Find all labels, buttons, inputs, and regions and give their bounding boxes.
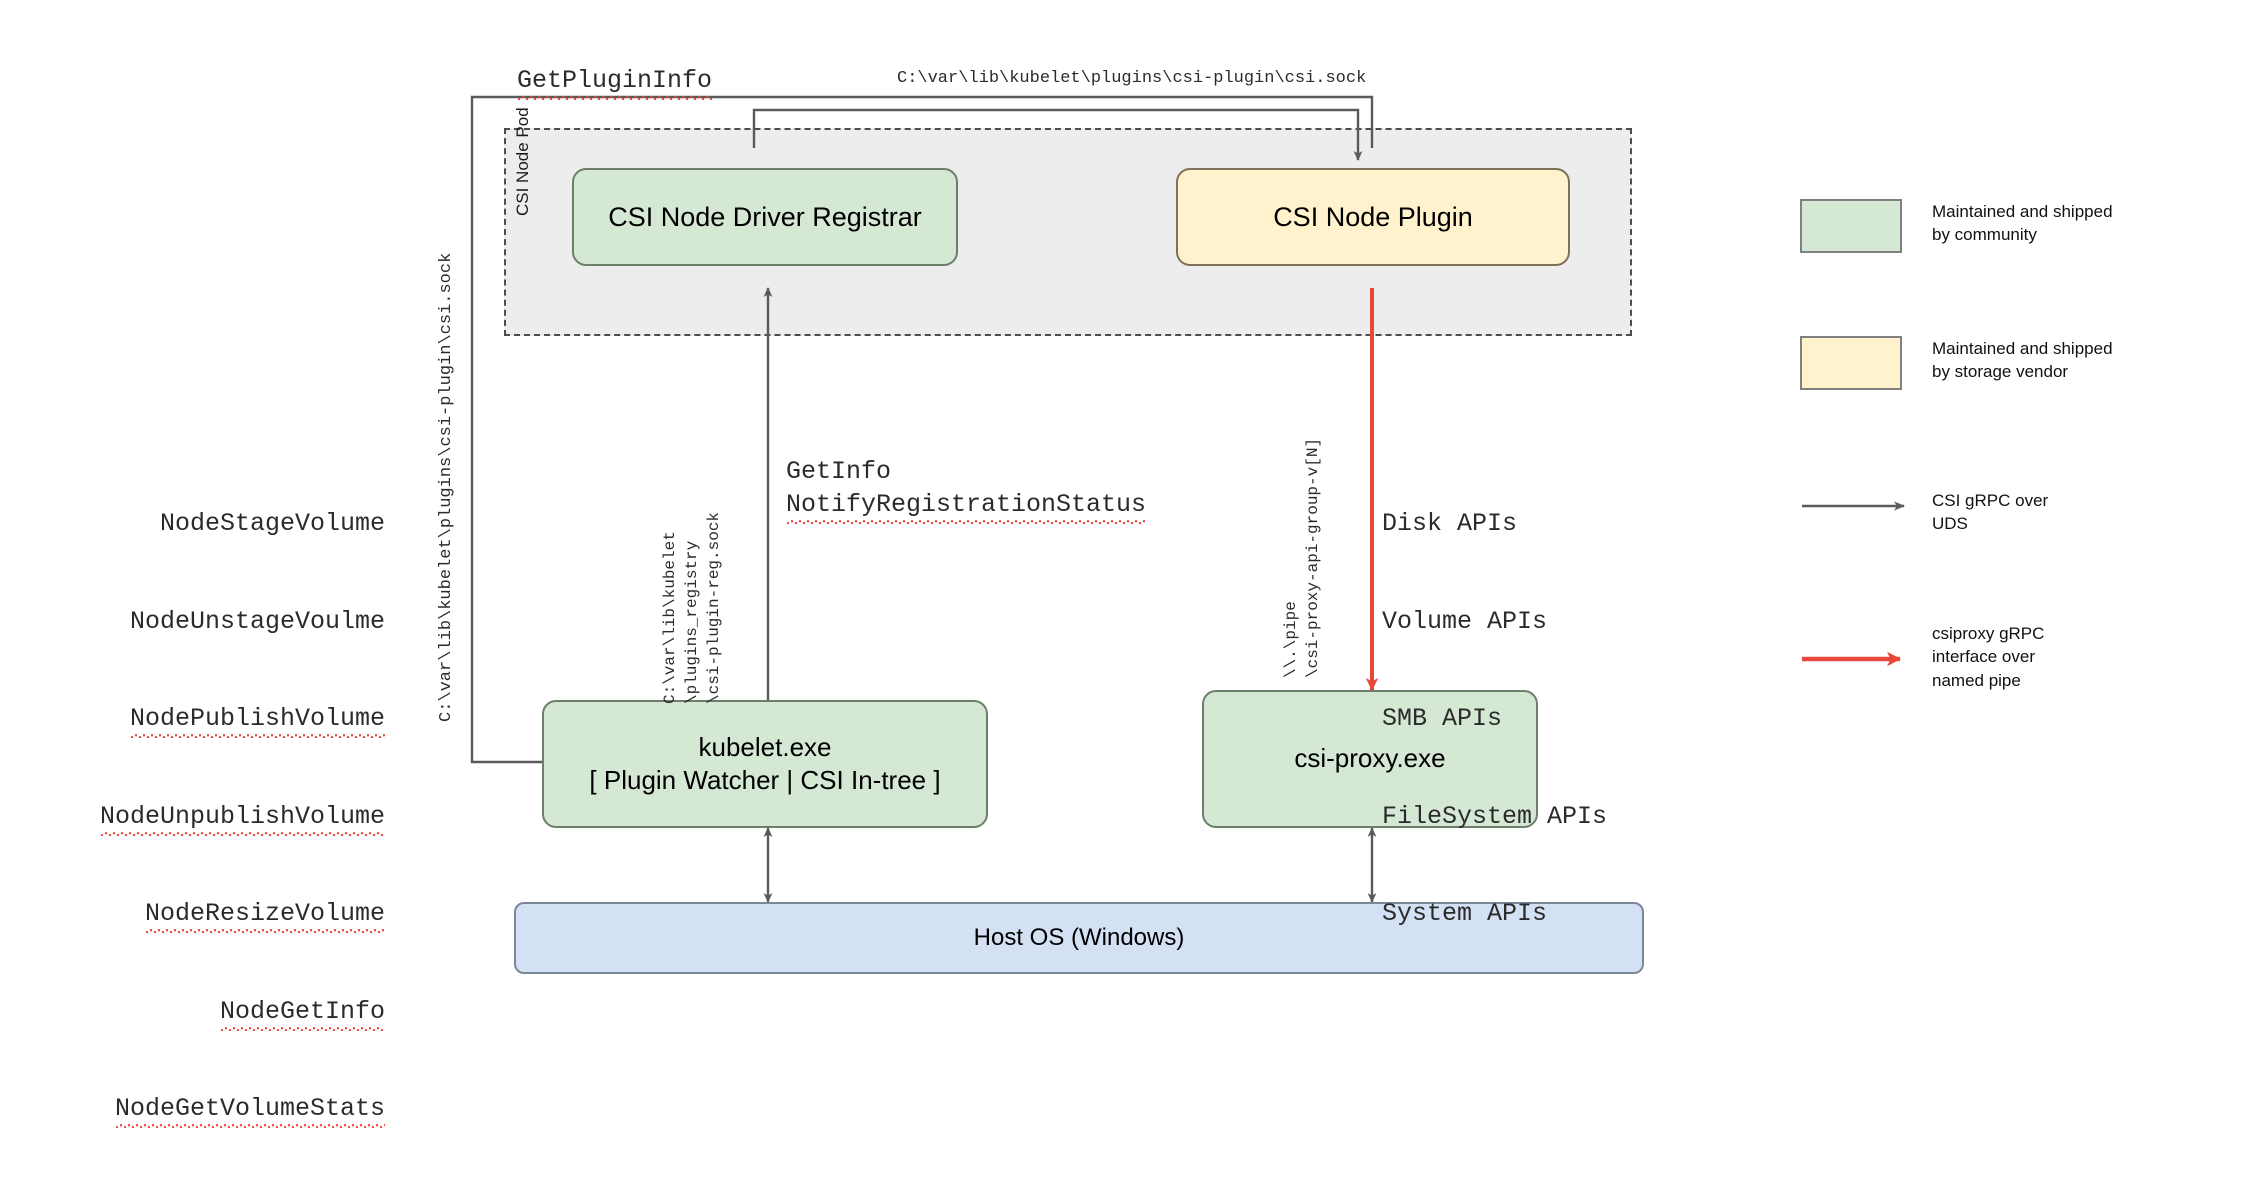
csi-node-api-item: NodeUnstageVoulme (129, 606, 385, 636)
legend-text-vendor: Maintained and shipped by storage vendor (1932, 339, 2113, 382)
legend-arrow-named-pipe-icon (1802, 651, 1901, 667)
legend-text-community: Maintained and shipped by community (1932, 202, 2113, 245)
kubelet-subsystems-label: [ Plugin Watcher | CSI In-tree ] (589, 765, 941, 795)
csi-proxy-api-item: Volume APIs (1382, 606, 1548, 636)
csi-node-driver-registrar-label: CSI Node Driver Registrar (608, 201, 922, 232)
csi-proxy-api-item: FileSystem APIs (1382, 801, 1608, 831)
label-get-info: GetInfo (786, 457, 892, 486)
csi-node-api-item: NodePublishVolume (95, 703, 385, 736)
label-named-pipe-line-2: \csi-proxy-api-group-v[N] (1304, 437, 1322, 678)
node-host-os[interactable]: Host OS (Windows) (514, 902, 1644, 974)
diagram-canvas: CSI Node Pod (99, 66, 2113, 1123)
csi-node-api-text: NodeGetInfo (219, 996, 385, 1031)
csi-node-api-item: NodeGetInfo (95, 996, 385, 1029)
csi-proxy-exe-label: csi-proxy.exe (1294, 743, 1446, 774)
csi-node-pod-label: CSI Node Pod (513, 107, 532, 216)
node-kubelet-exe[interactable]: kubelet.exe [ Plugin Watcher | CSI In-tr… (542, 700, 988, 828)
label-named-pipe-line-1: \\.\pipe (1282, 601, 1300, 678)
label-csi-sock-path-vertical: C:\var\lib\kubelet\plugins\csi-plugin\cs… (437, 252, 456, 722)
legend-swatch-vendor (1800, 336, 1902, 390)
node-csi-proxy-exe[interactable]: csi-proxy.exe (1202, 690, 1538, 828)
csi-proxy-api-item: System APIs (1382, 899, 1548, 928)
csi-proxy-api-item: SMB APIs (1382, 704, 1503, 733)
host-os-label: Host OS (Windows) (973, 923, 1185, 951)
label-registry-sock-line-3: \csi-plugin-reg.sock (705, 511, 723, 704)
label-get-plugin-info: GetPluginInfo (517, 66, 713, 100)
kubelet-exe-label: kubelet.exe (698, 731, 832, 762)
node-csi-node-driver-registrar[interactable]: CSI Node Driver Registrar (572, 168, 958, 266)
legend-swatch-community (1800, 199, 1902, 253)
csi-node-api-text: NodeUnpublishVolume (99, 801, 385, 836)
csi-node-plugin-label: CSI Node Plugin (1273, 201, 1473, 232)
legend-text-uds: CSI gRPC over UDS (1932, 491, 2049, 534)
csi-node-api-item: NodeGetVolumeStats (95, 1093, 385, 1126)
csi-node-api-list: NodeStageVolume NodeUnstageVoulme NodePu… (95, 443, 385, 1191)
csi-node-api-text: NodeGetVolumeStats (114, 1094, 385, 1128)
csi-proxy-api-item: Disk APIs (1382, 509, 1518, 538)
csi-node-api-item: NodeStageVolume (159, 509, 385, 538)
csi-node-api-item: NodeResizeVolume (95, 898, 385, 931)
label-notify-registration-status: NotifyRegistrationStatus (786, 490, 1147, 524)
label-csi-sock-path-top: C:\var\lib\kubelet\plugins\csi-plugin\cs… (897, 69, 1367, 88)
csi-proxy-api-list: Disk APIs Volume APIs SMB APIs FileSyste… (1382, 443, 1607, 996)
legend-text-named-pipe: csiproxy gRPC interface over named pipe (1932, 624, 2045, 690)
label-registry-sock-line-1: C:\var\lib\kubelet (661, 531, 679, 704)
label-registry-sock-line-2: \plugins_registry (683, 540, 701, 704)
node-csi-node-plugin[interactable]: CSI Node Plugin (1176, 168, 1570, 266)
csi-node-api-text: NodePublishVolume (129, 704, 385, 738)
legend-arrow-uds-icon (1802, 501, 1905, 511)
csi-node-api-item: NodeUnpublishVolume (95, 801, 385, 834)
csi-node-api-text: NodeResizeVolume (144, 899, 385, 933)
